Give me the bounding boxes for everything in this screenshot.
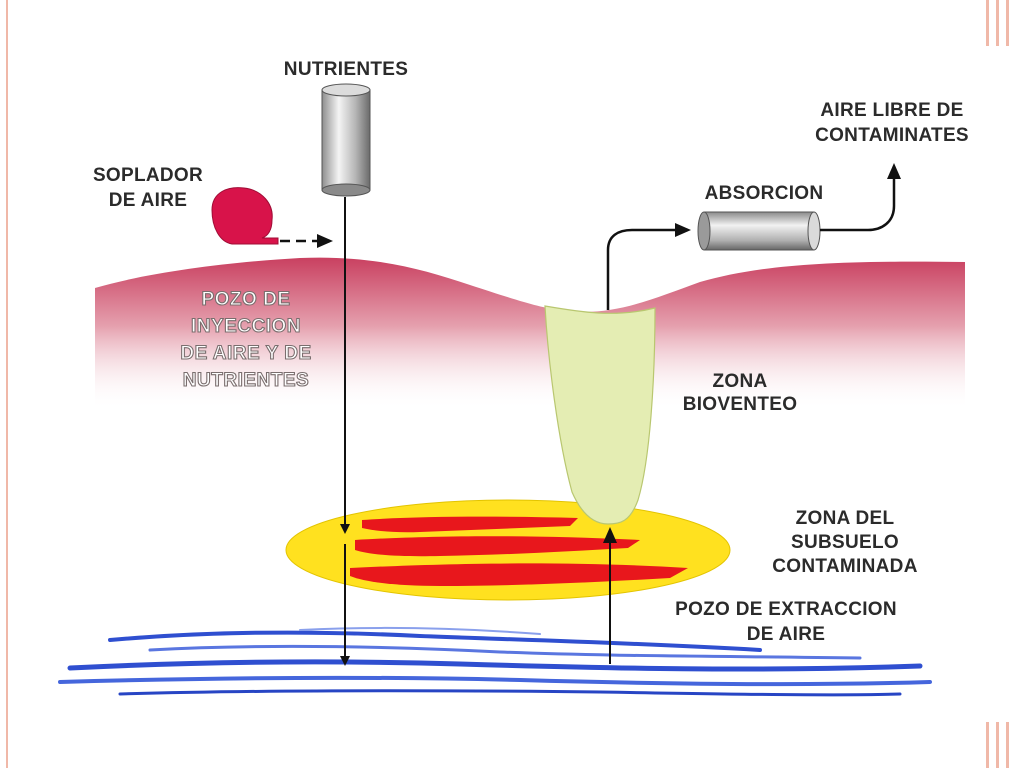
contaminant-streak-3 <box>350 563 688 586</box>
clean-air-arrow <box>820 163 901 232</box>
frame-line-right-top-3 <box>1006 0 1009 46</box>
label-nutrientes: NUTRIENTES <box>284 59 408 80</box>
cylinder-tank-icon <box>321 83 371 197</box>
label-pozo-inyeccion-line4: NUTRIENTES <box>183 370 309 391</box>
label-soplador-line2: DE AIRE <box>109 190 187 211</box>
label-zona-subsuelo-line1: ZONA DEL <box>796 508 895 529</box>
label-zona-bioventeo-line1: ZONA <box>712 371 767 392</box>
air-blower-icon <box>211 187 279 245</box>
contaminant-streak-1 <box>362 516 578 533</box>
label-zona-subsuelo-line3: CONTAMINADA <box>772 556 917 577</box>
label-aire-libre-line1: AIRE LIBRE DE <box>820 100 963 121</box>
extraction-to-absorber-arrow <box>606 223 691 310</box>
groundwater <box>58 626 932 697</box>
label-zona-subsuelo-line2: SUBSUELO <box>791 532 899 553</box>
frame-line-right-top-1 <box>986 0 989 46</box>
frame-line-right-top-2 <box>996 0 999 46</box>
frame-line-right-bottom-1 <box>986 722 989 768</box>
label-pozo-inyeccion-line3: DE AIRE Y DE <box>180 343 311 364</box>
soil-layer <box>95 257 965 410</box>
contaminant-streak-2 <box>355 536 640 557</box>
label-pozo-inyeccion-line2: INYECCION <box>191 316 301 337</box>
frame-line-right-bottom-3 <box>1006 722 1009 768</box>
label-absorcion: ABSORCION <box>705 183 824 204</box>
label-pozo-inyeccion-line1: POZO DE <box>201 289 290 310</box>
label-soplador-line1: SOPLADOR <box>93 165 203 186</box>
bioventing-zone <box>544 305 656 525</box>
label-pozo-extraccion-line2: DE AIRE <box>747 624 825 645</box>
label-zona-bioventeo-line2: BIOVENTEO <box>683 394 798 415</box>
label-aire-libre-line2: CONTAMINATES <box>815 125 969 146</box>
label-pozo-extraccion-line1: POZO DE EXTRACCION <box>675 599 897 620</box>
absorber-cylinder-icon <box>697 211 821 251</box>
frame-line-left <box>6 0 8 768</box>
frame-line-right-bottom-2 <box>996 722 999 768</box>
